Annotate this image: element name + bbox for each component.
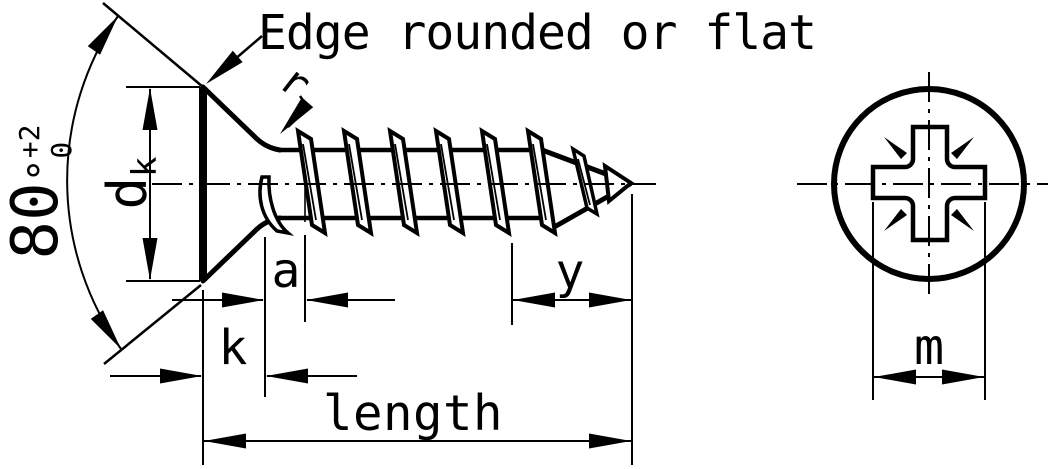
dk-arrow-bottom	[142, 238, 158, 280]
thread-crest-flank-line	[302, 143, 317, 221]
tip-thread-crest	[570, 145, 600, 218]
pozidriv-tick-bottom-right	[951, 209, 974, 231]
angle-side-top	[102, 2, 204, 88]
a-arrow-left	[222, 292, 264, 308]
a-arrow-right	[306, 292, 348, 308]
length-label: length	[323, 385, 503, 442]
angle-label: 80°+20	[0, 125, 78, 260]
length-arrow-right	[589, 433, 631, 449]
thread-crest-flank-line	[348, 143, 363, 221]
edge-note-arrow	[201, 50, 243, 90]
angle-arc	[66, 15, 122, 350]
edge-note-label: Edge rounded or flat	[258, 5, 816, 61]
dk-arrow-top	[142, 88, 158, 130]
thread-crest-flank-line	[486, 143, 501, 221]
thread-start-runout	[258, 175, 295, 236]
y-arrow-right	[589, 292, 631, 308]
m-arrow-left	[874, 369, 916, 385]
k-arrow-right	[266, 368, 308, 384]
m-label: m	[914, 318, 944, 376]
tip-crest-flank-line	[577, 158, 591, 206]
y-label: y	[556, 244, 585, 300]
angle-arrow-top	[87, 11, 125, 55]
angle-arrow-bottom	[90, 310, 128, 354]
screw-side-view	[152, 84, 656, 284]
thread-crest-flank-line	[532, 143, 547, 221]
thread-crests	[295, 127, 558, 237]
angle-side-bottom	[103, 284, 202, 365]
dk-label: dk	[96, 157, 165, 210]
pozidriv-tick-top-right	[951, 137, 974, 159]
y-arrow-left	[513, 292, 555, 308]
fillet-radius-label: r	[270, 55, 320, 109]
annotations-side: Edge rounded or flat r 80°+20 dk a	[0, 2, 817, 465]
k-arrow-left	[160, 368, 202, 384]
length-arrow-left	[204, 433, 246, 449]
thread-crest-flank-line	[440, 143, 455, 221]
pozidriv-tick-bottom-left	[884, 209, 907, 231]
k-label: k	[219, 320, 248, 376]
a-label: a	[272, 243, 301, 299]
m-arrow-right	[942, 369, 984, 385]
pozidriv-tick-top-left	[884, 137, 907, 159]
thread-crest-flank-line	[394, 143, 409, 221]
head-top-view: m	[797, 72, 1048, 400]
pozidriv-recess-outline	[870, 124, 988, 243]
head-cone-edge-top	[200, 84, 283, 153]
head-cone-edge-bottom	[200, 215, 283, 284]
